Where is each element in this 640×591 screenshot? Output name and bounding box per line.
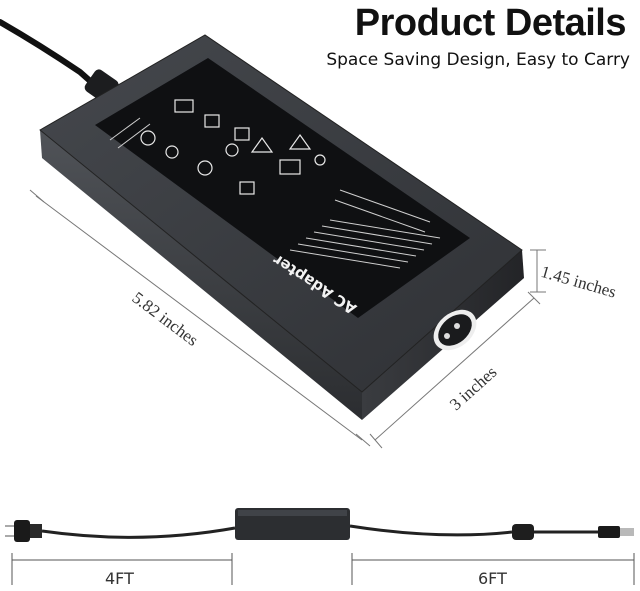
dimension-lines	[29, 189, 546, 449]
label-panel	[95, 58, 470, 318]
cable-dimension-lines	[11, 553, 635, 585]
ac-cable-length: 4FT	[105, 569, 134, 588]
ferrite-bead	[512, 524, 534, 540]
ac-socket	[433, 309, 477, 351]
ac-plug	[14, 520, 30, 542]
certification-marks	[140, 99, 326, 195]
power-cord	[0, 19, 101, 91]
page-subtitle: Space Saving Design, Easy to Carry	[326, 50, 630, 70]
dc-plug	[598, 526, 620, 538]
label-fine-print	[109, 117, 441, 269]
adapter-front-face	[40, 130, 362, 420]
cable-illustration	[5, 508, 634, 542]
page-title: Product Details	[354, 2, 627, 44]
dc-cable-length: 6FT	[478, 569, 507, 588]
